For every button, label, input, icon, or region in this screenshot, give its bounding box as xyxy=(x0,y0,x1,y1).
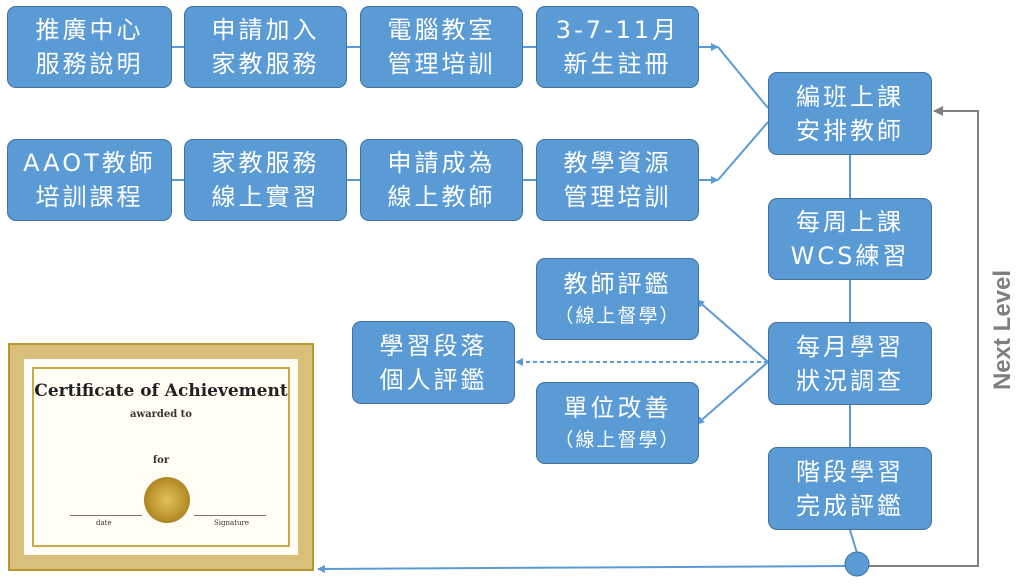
step-become-online-teacher: 申請成為 線上教師 xyxy=(360,139,523,221)
box-line2: 個人評鑑 xyxy=(379,365,488,394)
box-line1: 家教服務 xyxy=(211,149,320,177)
step-monthly-survey: 每月學習 狀況調查 xyxy=(768,322,932,405)
signature-line xyxy=(194,515,266,516)
gold-seal-icon xyxy=(144,477,190,523)
step-class-scheduling: 編班上課 安排教師 xyxy=(768,72,932,155)
step-resource-training: 教學資源 管理培訓 xyxy=(536,139,699,221)
box-line1: 3-7-11月 xyxy=(555,16,680,44)
step-unit-improvement: 單位改善 （線上督學） xyxy=(536,382,699,464)
step-registration: 3-7-11月 新生註冊 xyxy=(536,6,699,88)
certificate-for: for xyxy=(152,455,170,466)
box-subline: （線上督學） xyxy=(554,429,681,451)
box-line2: 完成評鑑 xyxy=(796,491,904,520)
step-teacher-evaluation: 教師評鑑 （線上督學） xyxy=(536,258,699,340)
box-line1: 編班上課 xyxy=(796,82,904,111)
next-level-label: Next Level xyxy=(989,269,1016,391)
box-line1: 教學資源 xyxy=(563,149,672,177)
box-line2: 狀況調查 xyxy=(796,366,904,395)
box-line2: 線上教師 xyxy=(387,183,496,211)
box-line2: 培訓課程 xyxy=(35,183,144,211)
certificate-inner-border xyxy=(32,367,290,547)
box-line1: 電腦教室 xyxy=(387,16,496,44)
box-line1: 教師評鑑 xyxy=(563,270,672,298)
box-line1: 單位改善 xyxy=(563,394,672,422)
box-line2: 管理培訓 xyxy=(563,183,672,211)
box-line1: 學習段落 xyxy=(379,331,488,360)
step-promotion-center: 推廣中心 服務說明 xyxy=(7,6,172,88)
step-weekly-class: 每周上課 WCS練習 xyxy=(768,198,932,280)
box-subline: （線上督學） xyxy=(554,305,681,327)
box-line1: AAOT教師 xyxy=(23,149,156,177)
box-line2: 安排教師 xyxy=(796,116,904,145)
step-aaot-training: AAOT教師 培訓課程 xyxy=(7,139,172,221)
box-line2: 管理培訓 xyxy=(387,50,496,78)
step-personal-evaluation: 學習段落 個人評鑑 xyxy=(352,321,515,404)
step-online-internship: 家教服務 線上實習 xyxy=(184,139,347,221)
date-label: date xyxy=(96,519,112,527)
certificate-title: Certificate of Achievement xyxy=(34,381,288,401)
box-line1: 每月學習 xyxy=(796,332,904,361)
box-line2: WCS練習 xyxy=(790,242,910,270)
box-line2: 新生註冊 xyxy=(563,50,672,78)
box-line2: 線上實習 xyxy=(211,183,320,211)
date-line xyxy=(70,515,142,516)
box-line1: 申請成為 xyxy=(387,149,496,177)
certificate-awarded-to: awarded to xyxy=(130,409,192,420)
box-line1: 階段學習 xyxy=(796,457,904,486)
box-line1: 申請加入 xyxy=(211,16,320,44)
box-line1: 每周上課 xyxy=(796,208,904,236)
signature-label: Signature xyxy=(214,519,250,527)
box-line2: 家教服務 xyxy=(211,50,320,78)
certificate-image: Certificate of Achievement awarded to fo… xyxy=(8,343,314,571)
box-line2: 服務說明 xyxy=(35,50,144,78)
step-stage-evaluation: 階段學習 完成評鑑 xyxy=(768,447,932,530)
step-computer-lab-training: 電腦教室 管理培訓 xyxy=(360,6,523,88)
step-join-tutoring: 申請加入 家教服務 xyxy=(184,6,347,88)
box-line1: 推廣中心 xyxy=(35,16,144,44)
